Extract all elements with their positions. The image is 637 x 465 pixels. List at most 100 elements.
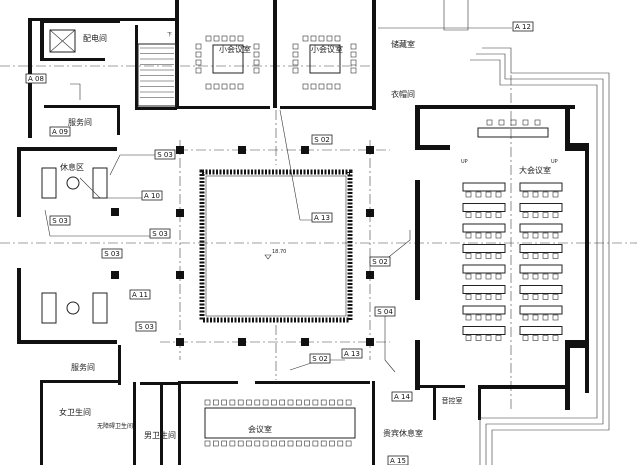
tag-label: A 10 bbox=[144, 192, 160, 200]
room-womens-wc: 女卫生间 bbox=[59, 407, 91, 417]
wall bbox=[372, 381, 375, 465]
chair bbox=[475, 294, 482, 300]
wall bbox=[565, 340, 570, 410]
elevation-label: 18.70 bbox=[272, 249, 286, 255]
reference-tags: A 08A 09A 10A 11A 12A 13A 13A 14A 15S 02… bbox=[25, 21, 534, 465]
furniture bbox=[41, 35, 563, 447]
chair bbox=[485, 191, 492, 198]
tag-box bbox=[341, 348, 363, 359]
chair bbox=[485, 273, 492, 280]
column bbox=[176, 146, 184, 154]
chair bbox=[221, 440, 227, 447]
chair bbox=[312, 399, 319, 406]
leader-line bbox=[44, 209, 160, 237]
chair bbox=[292, 43, 299, 50]
chair bbox=[304, 440, 310, 447]
wall bbox=[17, 340, 117, 344]
chair bbox=[237, 35, 244, 42]
chair bbox=[475, 273, 482, 280]
tag-label: A 08 bbox=[28, 75, 44, 83]
wall bbox=[118, 345, 121, 385]
leader-line bbox=[109, 154, 160, 176]
chair bbox=[465, 212, 472, 218]
chair bbox=[542, 191, 549, 198]
chair bbox=[253, 51, 260, 58]
wall bbox=[17, 147, 21, 217]
chair bbox=[485, 212, 492, 218]
courtyard-inner bbox=[205, 175, 347, 317]
room-service-top: 服务间 bbox=[68, 117, 92, 127]
wall bbox=[273, 0, 277, 108]
desk bbox=[462, 326, 506, 335]
tag-label: A 12 bbox=[515, 23, 531, 31]
tag-s02a: S 02 bbox=[311, 134, 333, 145]
wall bbox=[415, 180, 420, 300]
chair bbox=[295, 440, 302, 447]
chair bbox=[292, 67, 299, 74]
tag-a09: A 09 bbox=[49, 126, 71, 137]
chair bbox=[542, 232, 549, 239]
podium-table bbox=[477, 127, 549, 138]
leader-line bbox=[384, 230, 411, 261]
wall bbox=[28, 18, 178, 21]
chair bbox=[271, 440, 277, 447]
chair bbox=[320, 399, 327, 406]
tag-label: A 15 bbox=[390, 457, 406, 465]
chair bbox=[205, 35, 212, 42]
stair bbox=[137, 43, 177, 107]
chair bbox=[465, 191, 472, 198]
chair bbox=[237, 440, 244, 447]
chair bbox=[302, 35, 309, 42]
chair bbox=[522, 253, 529, 259]
tag-label: S 03 bbox=[104, 250, 120, 258]
chair bbox=[542, 294, 549, 300]
chair bbox=[213, 35, 220, 42]
desk bbox=[519, 264, 563, 274]
tag-label: A 11 bbox=[132, 291, 148, 299]
desk bbox=[519, 305, 563, 315]
chair bbox=[495, 253, 502, 259]
chair bbox=[318, 83, 325, 90]
chair bbox=[213, 83, 220, 90]
chair bbox=[532, 212, 539, 218]
stair-outline bbox=[137, 43, 177, 107]
chair bbox=[485, 294, 492, 300]
wall bbox=[40, 380, 43, 465]
chair bbox=[495, 212, 502, 218]
tag-a10: A 10 bbox=[141, 190, 163, 201]
chair bbox=[350, 43, 357, 50]
chair bbox=[465, 273, 472, 280]
chair bbox=[522, 314, 529, 321]
chair bbox=[495, 314, 502, 321]
chair bbox=[229, 399, 236, 406]
wall bbox=[433, 385, 436, 420]
sofa bbox=[41, 292, 57, 324]
chair bbox=[552, 335, 559, 341]
chair bbox=[522, 191, 529, 198]
tag-s03c: S 03 bbox=[101, 248, 123, 259]
chair bbox=[229, 83, 236, 90]
wall bbox=[178, 382, 181, 465]
room-small-meeting-2: 小会议室 bbox=[311, 44, 343, 54]
wall bbox=[17, 147, 117, 151]
leader-line bbox=[384, 312, 396, 373]
chair bbox=[229, 35, 236, 42]
sofa bbox=[92, 292, 108, 324]
chair bbox=[552, 314, 559, 321]
desk bbox=[462, 305, 506, 315]
tag-s03b: S 03 bbox=[149, 228, 171, 239]
chair bbox=[253, 59, 260, 66]
sofa bbox=[41, 167, 57, 199]
chair bbox=[522, 273, 529, 280]
chair bbox=[350, 59, 357, 66]
chair bbox=[204, 399, 211, 406]
chair bbox=[302, 83, 309, 90]
chair bbox=[552, 273, 559, 280]
chair bbox=[522, 212, 529, 218]
chair bbox=[329, 440, 335, 447]
chair bbox=[304, 399, 310, 406]
wall bbox=[565, 143, 585, 151]
chair bbox=[205, 83, 212, 90]
chair bbox=[246, 440, 252, 447]
leader-line bbox=[279, 109, 301, 221]
